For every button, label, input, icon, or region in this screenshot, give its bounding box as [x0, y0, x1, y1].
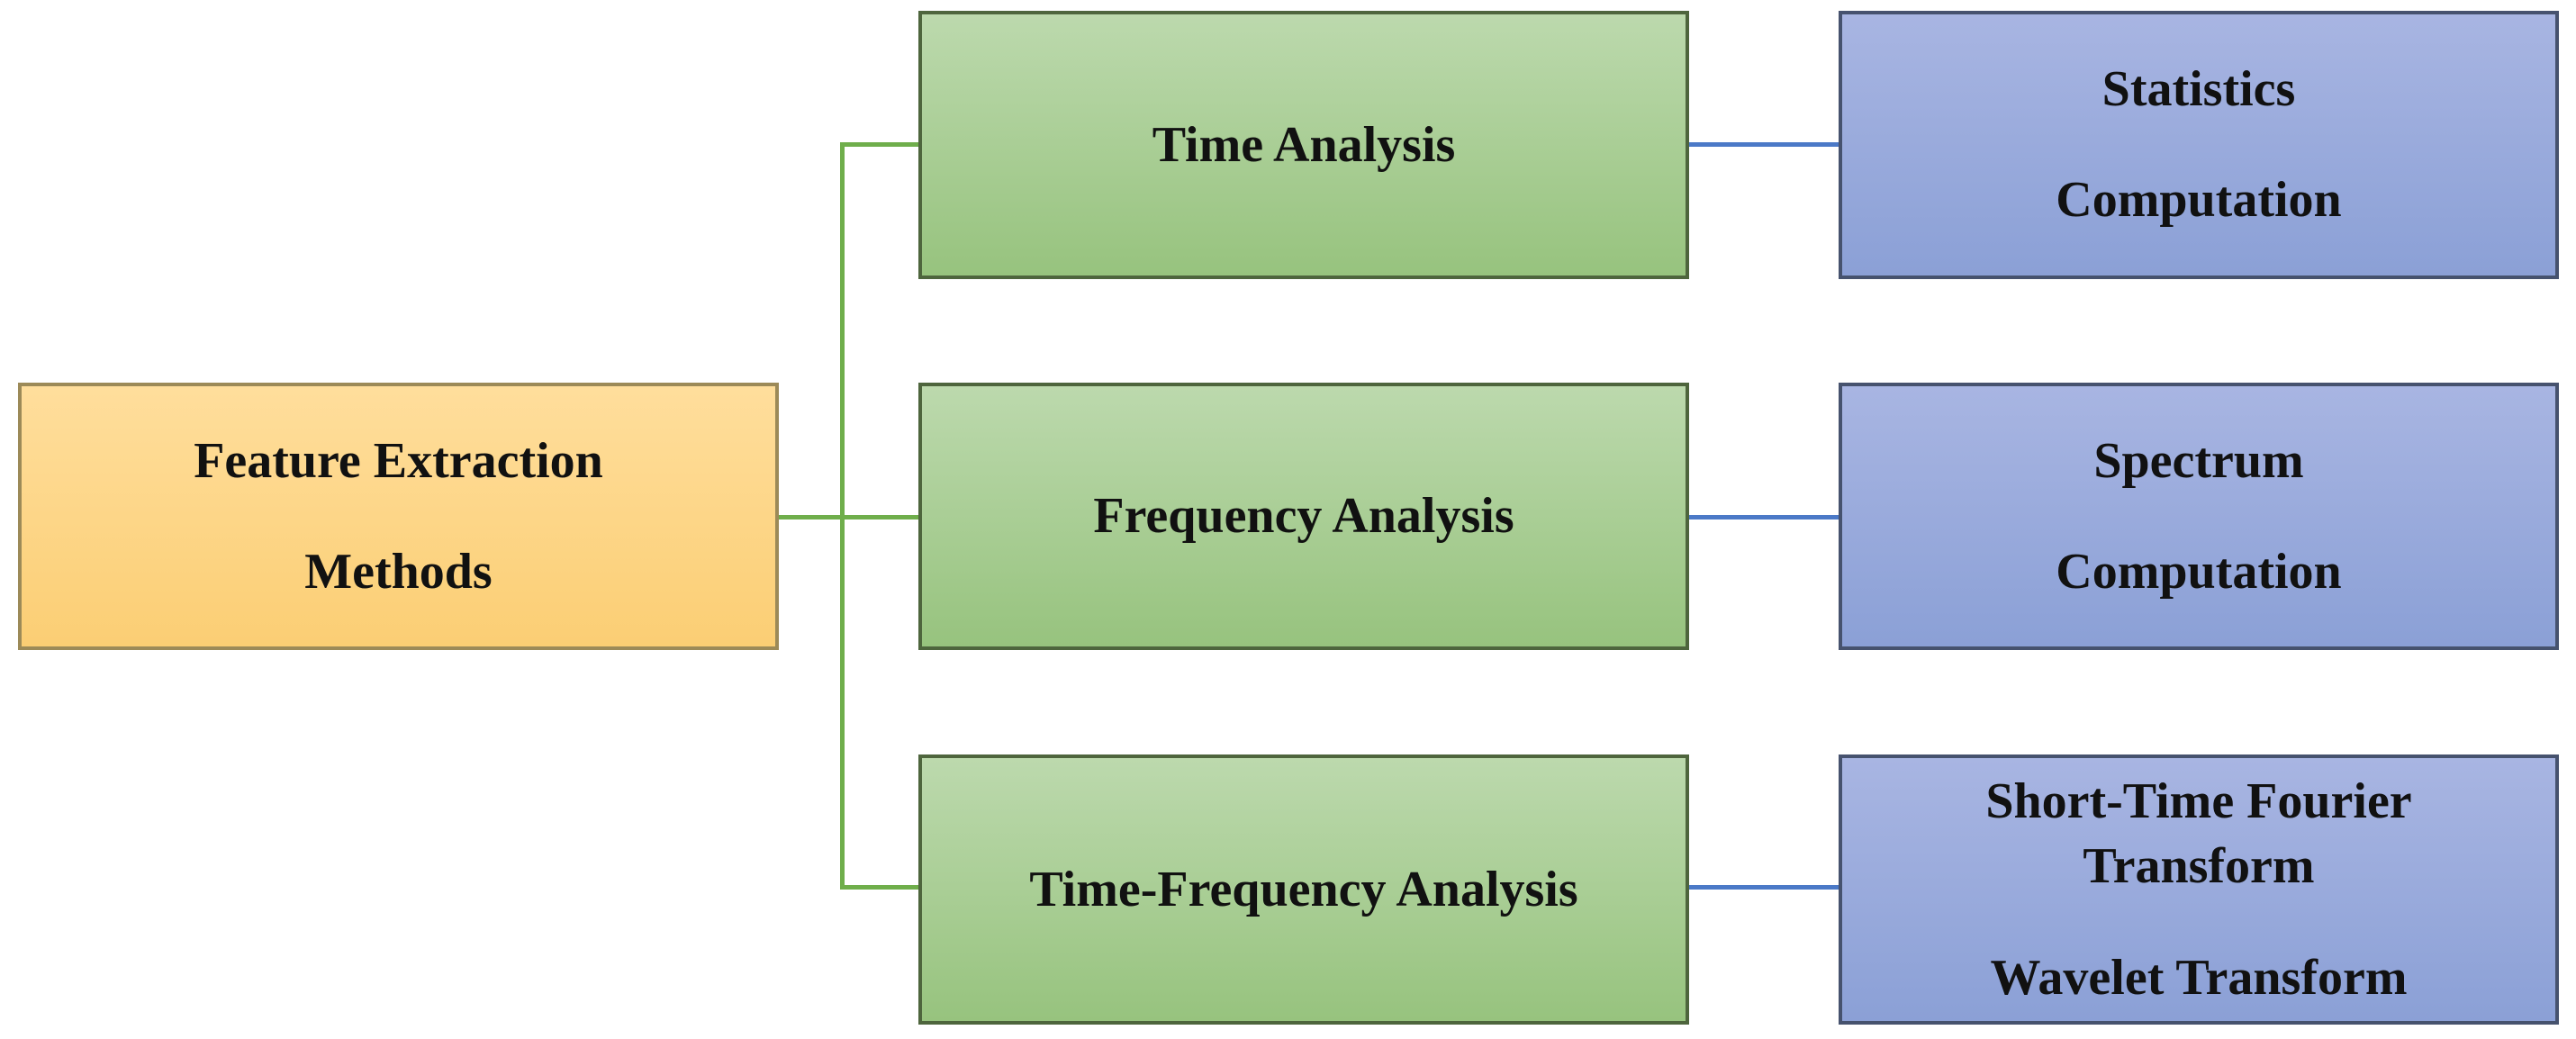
connector-trunk-line [840, 142, 845, 890]
root-box-feature-extraction-methods: Feature Extraction Methods [18, 383, 779, 650]
method-box-label: Time-Frequency Analysis [1029, 861, 1578, 917]
root-box-label-line1: Feature Extraction [194, 432, 603, 489]
method-box-frequency-analysis: Frequency Analysis [918, 383, 1689, 650]
connector-time-to-statistics-line [1689, 142, 1839, 147]
method-box-time-analysis: Time Analysis [918, 11, 1689, 279]
technique-box-label-line1: Short-Time Fourier Transform [1985, 772, 2412, 895]
technique-box-label-line2: Computation [2056, 543, 2342, 600]
connector-branch-time-frequency-line [840, 885, 918, 890]
method-box-label: Frequency Analysis [1093, 488, 1514, 545]
connector-time-frequency-to-transforms-line [1689, 885, 1839, 890]
method-box-label: Time Analysis [1152, 116, 1456, 173]
connector-frequency-to-spectrum-line [1689, 515, 1839, 520]
technique-box-label-line1: Statistics [2101, 61, 2296, 118]
connector-branch-time-line [840, 142, 918, 147]
technique-box-label-line2: Wavelet Transform [1990, 949, 2408, 1006]
method-box-time-frequency-analysis: Time-Frequency Analysis [918, 754, 1689, 1025]
technique-box-spectrum-computation: Spectrum Computation [1839, 383, 2559, 650]
technique-box-label-line2: Computation [2056, 172, 2342, 229]
technique-box-label-line1: Spectrum [2093, 432, 2304, 489]
technique-box-statistics-computation: Statistics Computation [1839, 11, 2559, 279]
technique-box-transforms: Short-Time Fourier Transform Wavelet Tra… [1839, 754, 2559, 1025]
root-box-label-line2: Methods [304, 543, 493, 600]
connector-root-to-frequency-line [779, 515, 918, 520]
